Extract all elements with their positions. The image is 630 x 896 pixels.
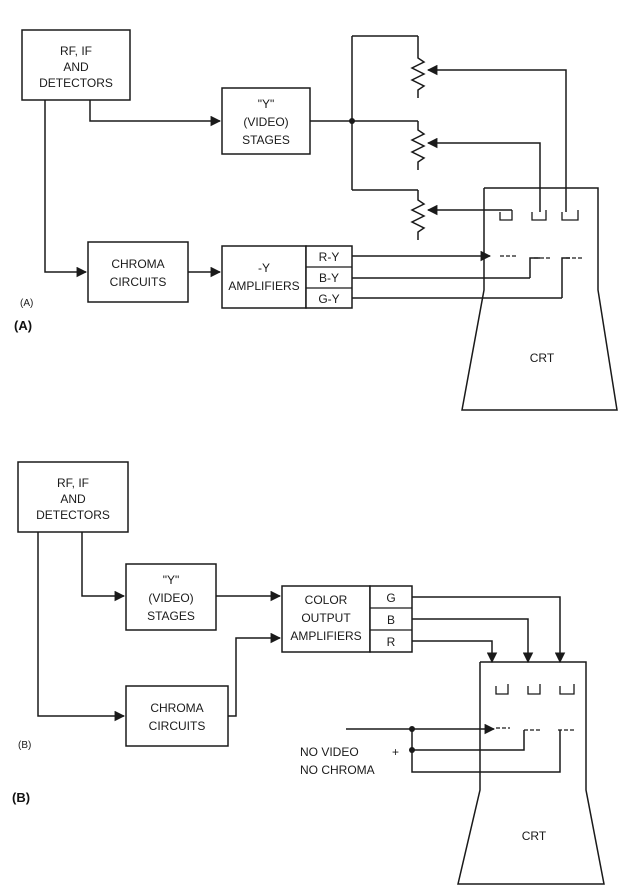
b-note-line2: NO CHROMA — [300, 763, 375, 777]
b-crt-label: CRT — [522, 829, 547, 843]
b-crt: CRT — [457, 661, 605, 885]
a-potentiometers — [410, 36, 567, 240]
a-output-b-y: B-Y — [319, 271, 339, 285]
a-y-line3: STAGES — [242, 133, 290, 147]
a-minus-y-amplifiers-block: -Y AMPLIFIERS R-Y B-Y G-Y — [221, 245, 353, 309]
a-amp-line1: -Y — [258, 261, 270, 275]
a-color-difference-wiring — [352, 250, 570, 299]
b-y-video-stages-block: "Y" (VIDEO) STAGES — [125, 563, 217, 631]
a-rf-line1: RF, IF — [60, 44, 92, 58]
b-y-line1: "Y" — [163, 573, 180, 587]
b-tag-bold: (B) — [12, 790, 30, 805]
b-chroma-circuits-block: CHROMA CIRCUITS — [125, 685, 229, 747]
b-rf-line3: DETECTORS — [36, 508, 110, 522]
b-rf-if-detectors-block: RF, IF AND DETECTORS — [17, 461, 129, 533]
b-note-line1: NO VIDEO — [300, 745, 359, 759]
b-tag-small: (B) — [18, 740, 31, 751]
b-y-line3: STAGES — [147, 609, 195, 623]
a-y-video-stages-block: "Y" (VIDEO) STAGES — [221, 87, 311, 155]
b-y-line2: (VIDEO) — [148, 591, 193, 605]
a-chroma-circuits-block: CHROMA CIRCUITS — [87, 241, 189, 303]
a-chroma-line1: CHROMA — [111, 257, 164, 271]
a-amp-line2: AMPLIFIERS — [228, 279, 299, 293]
a-crt-label: CRT — [530, 351, 555, 365]
a-rf-if-detectors-block: RF, IF AND DETECTORS — [21, 29, 131, 101]
a-y-line2: (VIDEO) — [243, 115, 288, 129]
diagram-b: RF, IF AND DETECTORS "Y" (VIDEO) STAGES … — [12, 461, 605, 885]
b-output-r: R — [387, 635, 396, 649]
b-rf-line1: RF, IF — [57, 476, 89, 490]
a-signal-wiring — [44, 35, 418, 278]
b-rf-line2: AND — [60, 492, 86, 506]
b-amp-line3: AMPLIFIERS — [290, 629, 361, 643]
a-tag-small: (A) — [20, 298, 33, 309]
a-output-r-y: R-Y — [319, 250, 340, 264]
b-amp-line2: OUTPUT — [301, 611, 351, 625]
b-plus-sign: + — [392, 745, 399, 759]
b-amp-line1: COLOR — [305, 593, 348, 607]
a-rf-line3: DETECTORS — [39, 76, 113, 90]
diagram-a: RF, IF AND DETECTORS "Y" (VIDEO) STAGES … — [14, 29, 618, 411]
b-grid-bias-wiring: + NO VIDEO NO CHROMA — [300, 723, 561, 777]
b-output-g: G — [386, 591, 395, 605]
a-rf-line2: AND — [63, 60, 89, 74]
a-y-line1: "Y" — [258, 97, 275, 111]
a-crt: CRT — [461, 187, 618, 411]
b-signal-wiring — [37, 532, 566, 722]
a-tag-bold: (A) — [14, 318, 32, 333]
a-chroma-line2: CIRCUITS — [110, 275, 167, 289]
b-chroma-line2: CIRCUITS — [149, 719, 206, 733]
a-output-g-y: G-Y — [318, 292, 339, 306]
b-output-b: B — [387, 613, 395, 627]
b-color-output-amplifiers-block: COLOR OUTPUT AMPLIFIERS G B R — [281, 585, 413, 653]
b-chroma-line1: CHROMA — [150, 701, 203, 715]
